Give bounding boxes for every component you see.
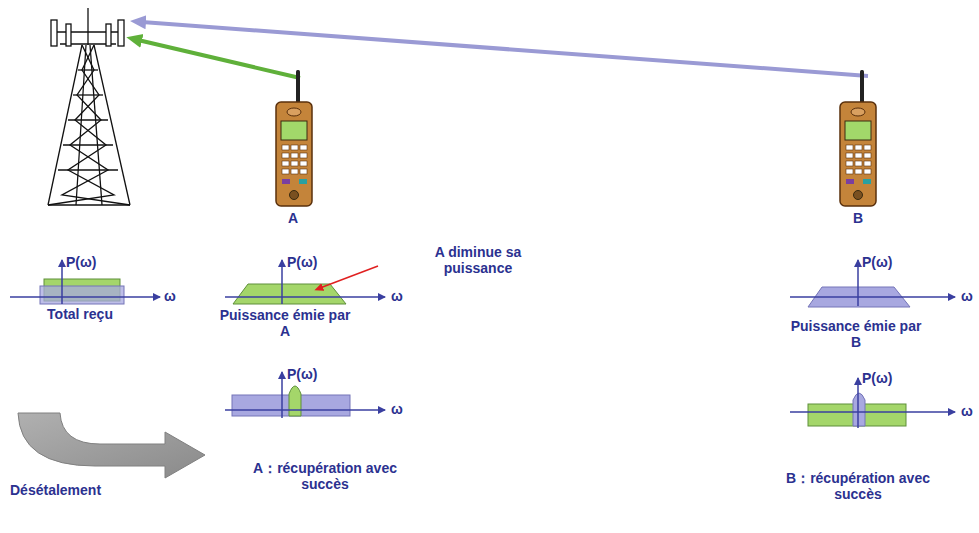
axis-label: ω (391, 288, 403, 304)
axis-label: P(ω) (287, 254, 318, 270)
tower-mast (87, 8, 88, 45)
antenna-panel (106, 24, 111, 46)
antenna-panel (118, 20, 124, 46)
caption-text: Total reçu (20, 306, 140, 322)
tower-rung (63, 144, 113, 145)
axis-label: P(ω) (862, 254, 893, 270)
spectrum-a (233, 284, 346, 304)
axis (225, 409, 385, 411)
axis-label: ω (961, 288, 973, 304)
axis (790, 296, 955, 298)
axis-label: ω (391, 401, 403, 417)
caption-text: Puissance émie par B (786, 318, 926, 350)
spectrum-b (853, 393, 865, 426)
phone-icon (840, 70, 876, 206)
tower-brace (62, 45, 130, 205)
phone-icon (276, 70, 312, 206)
axis-label: ω (164, 288, 176, 304)
tower-rung (68, 119, 108, 120)
spectrum-b (40, 286, 124, 304)
spectrum-a (289, 386, 301, 416)
axis-label: P(ω) (66, 254, 97, 270)
tower-icon (48, 8, 130, 205)
leader-arrow (320, 266, 378, 288)
axis (857, 260, 859, 306)
antenna-panel (51, 20, 57, 46)
uplink-arrow (138, 40, 300, 78)
tower-base (48, 204, 130, 205)
axis (857, 378, 859, 428)
despread-arrow (18, 413, 205, 478)
axis-label: P(ω) (862, 370, 893, 386)
tower-rung (78, 69, 98, 70)
phone-label: B (843, 210, 873, 226)
caption-text: B：récupération avec succès (766, 470, 950, 502)
phone-label: A (278, 210, 308, 226)
tower-rung (73, 94, 103, 95)
tower-brace (48, 45, 114, 205)
axis (10, 296, 160, 298)
axis (281, 372, 283, 418)
tower-leg (94, 45, 130, 205)
antenna-panel (66, 24, 71, 46)
axis (790, 411, 955, 413)
axis-label: ω (961, 403, 973, 419)
tower-leg (90, 45, 102, 205)
caption-text: A：récupération avec succès (233, 460, 417, 492)
axis (225, 296, 385, 298)
callout-text: A diminue sa puissance (426, 244, 530, 276)
axis-label: P(ω) (287, 366, 318, 382)
tower-rung (58, 169, 118, 170)
caption-text: Puissance émie par A (215, 307, 355, 339)
caption-text: Désétalement (10, 482, 101, 498)
